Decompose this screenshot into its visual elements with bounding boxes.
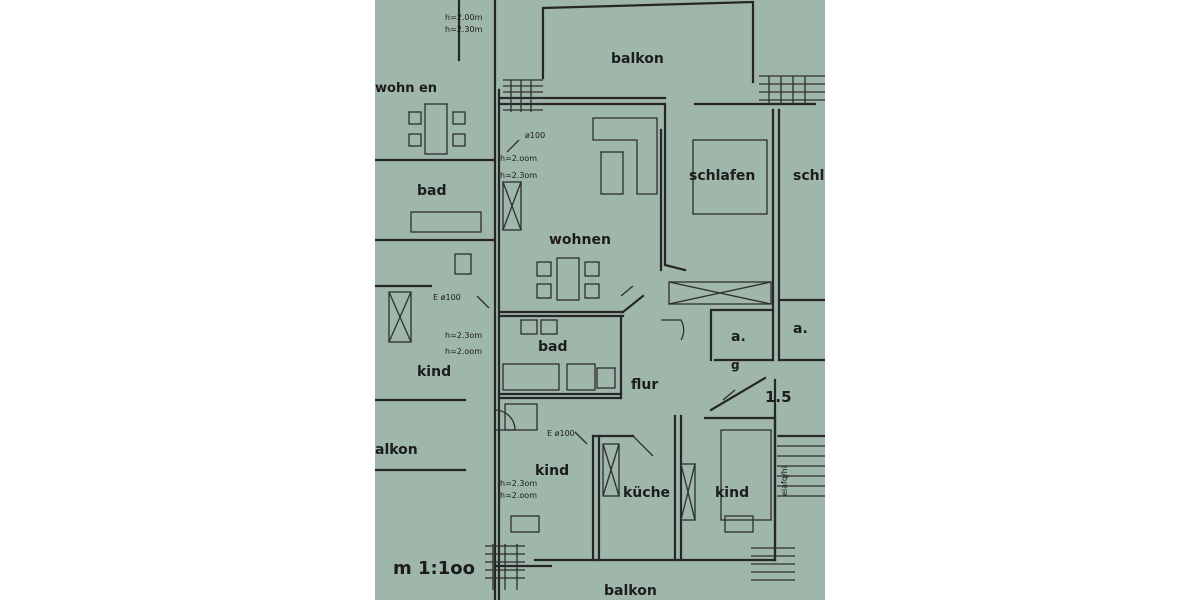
flur-diagonal-2: [709, 376, 767, 412]
stair-hatching-top: [503, 79, 543, 112]
room-label-abstell-2: a.: [793, 321, 808, 337]
note-e100-kind: E ø100: [547, 429, 575, 438]
bad-sink: [520, 319, 538, 335]
note-e100-neighbour: E ø100: [433, 293, 461, 302]
note-stair-text: eiafq/hi: [780, 466, 789, 496]
room-label-schlafen: schlafen: [689, 168, 756, 184]
toilet: [596, 367, 616, 389]
washbasin: [566, 363, 596, 391]
room-label-balkon-neighbour: alkon: [375, 442, 418, 458]
arrow-e-3: [574, 431, 588, 445]
bed-kind: [504, 403, 538, 431]
room-label-kind: kind: [535, 463, 570, 479]
note-h200-neighbour: h=2.oom: [445, 347, 482, 356]
arrow-e-2: [476, 295, 490, 309]
dining-table-neighbour: [424, 103, 448, 155]
arrow-e-1: [506, 139, 520, 153]
room-label-abstell-g: g: [731, 358, 740, 372]
door-swing-2: [661, 319, 685, 341]
note-h230-top: h=2.30m: [445, 25, 483, 34]
room-label-wohnen-neighbour: wohn en: [375, 81, 438, 96]
bed-schlafen: [692, 139, 768, 215]
room-label-kueche: küche: [623, 485, 671, 501]
bathtub-neighbour: [410, 211, 482, 233]
stair-hatching-bottom: [485, 544, 795, 590]
arrow-e-4: [620, 285, 634, 297]
room-label-bad: bad: [538, 339, 568, 355]
note-h200-top: h=2.00m: [445, 13, 483, 22]
room-label-wohnen: wohnen: [549, 232, 611, 248]
dining-table-wohnen: [556, 257, 580, 301]
room-label-bad-neighbour: bad: [417, 183, 447, 199]
room-label-abstell-1: a.: [731, 329, 746, 345]
door-swing-3: [632, 435, 654, 457]
wardrobe-kueche: [680, 463, 696, 521]
door-swing-1: [494, 409, 516, 431]
note-h230-kind: h=2.3om: [500, 479, 538, 488]
note-e100-wohnen: ø100: [525, 131, 546, 140]
armchair: [600, 151, 624, 195]
room-label-balkon-bottom: balkon: [604, 583, 657, 599]
balcony-outline: [541, 0, 755, 84]
wardrobe-kind: [602, 443, 620, 497]
door-swing-4: [722, 389, 736, 401]
wardrobe-wohnen: [502, 181, 522, 231]
stair-hatching-right: [759, 75, 825, 104]
room-label-kind-right: kind: [715, 485, 750, 501]
stair-number: 1.5: [765, 388, 792, 406]
wardrobe-neighbour: [388, 291, 412, 343]
sofa: [592, 117, 658, 195]
stair-flight: [777, 435, 825, 497]
note-h200-wohnen: h=2.oom: [500, 154, 537, 163]
note-h200-kind: h=2.oom: [500, 491, 537, 500]
wall-diagonal: [663, 102, 687, 272]
room-label-kind-neighbour: kind: [417, 364, 452, 380]
note-h230-wohnen: h=2.3om: [500, 171, 538, 180]
room-label-schlafen-cut: schl: [793, 168, 825, 184]
bathtub: [502, 363, 560, 391]
room-label-balkon-top: balkon: [611, 51, 664, 67]
bad-sink-2: [540, 319, 558, 335]
bed-kind-right: [720, 429, 772, 521]
wardrobe-schlafen: [668, 281, 772, 305]
flur-diagonal: [621, 294, 645, 314]
floor-plan-drawing: [375, 0, 825, 600]
room-label-flur: flur: [631, 377, 659, 393]
floor-plan-photo: balkon wohn en bad schlafen schl wohnen …: [375, 0, 825, 600]
note-h230-neighbour: h=2.3om: [445, 331, 483, 340]
scale-label: m 1:1oo: [393, 558, 476, 579]
